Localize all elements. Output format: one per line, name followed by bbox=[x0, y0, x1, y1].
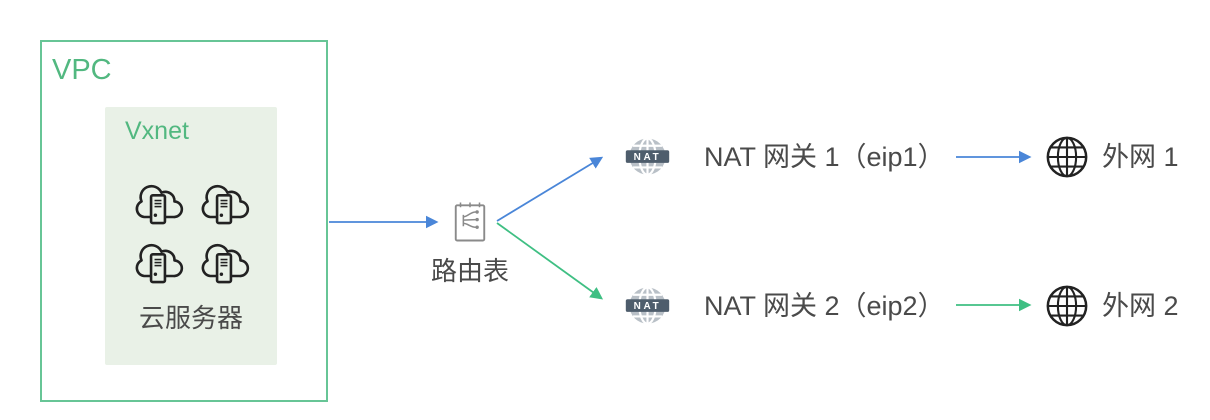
nat-gateway-icon: NAT bbox=[625, 285, 670, 325]
internet-globe-icon bbox=[1046, 285, 1088, 327]
nat-gateway-2: NAT NAT 网关 2（eip2） bbox=[624, 282, 945, 330]
nat-gateway-2-label: NAT 网关 2（eip2） bbox=[704, 290, 945, 321]
vpc-box: VPC Vxnet bbox=[40, 40, 328, 402]
cloud-server-icon bbox=[135, 184, 184, 225]
external-network-2: 外网 2 bbox=[1044, 282, 1179, 330]
cloud-server-grid bbox=[105, 181, 277, 286]
external-network-1-label: 外网 1 bbox=[1102, 141, 1179, 172]
external-network-2-label: 外网 2 bbox=[1102, 290, 1179, 321]
nat-icon-text: NAT bbox=[634, 152, 662, 163]
nat-gateway-icon: NAT bbox=[625, 136, 670, 176]
internet-globe-icon bbox=[1046, 136, 1088, 178]
vpc-label: VPC bbox=[52, 54, 112, 86]
external-network-1: 外网 1 bbox=[1044, 133, 1179, 181]
cloud-servers-label: 云服务器 bbox=[138, 303, 243, 333]
vxnet-label: Vxnet bbox=[125, 117, 189, 145]
nat-icon-text: NAT bbox=[634, 301, 662, 312]
cloud-server-icon bbox=[201, 243, 250, 284]
cloud-server-icon bbox=[201, 184, 250, 225]
nat-gateway-1: NAT NAT 网关 1（eip1） bbox=[624, 133, 945, 181]
cloud-server-icon bbox=[135, 243, 184, 284]
route-table-icon bbox=[454, 202, 486, 242]
route-table-label: 路由表 bbox=[430, 256, 509, 286]
nat-gateway-1-label: NAT 网关 1（eip1） bbox=[704, 141, 945, 172]
vxnet-box: Vxnet bbox=[105, 107, 277, 365]
arrow-route-table-to-nat1 bbox=[496, 156, 604, 222]
